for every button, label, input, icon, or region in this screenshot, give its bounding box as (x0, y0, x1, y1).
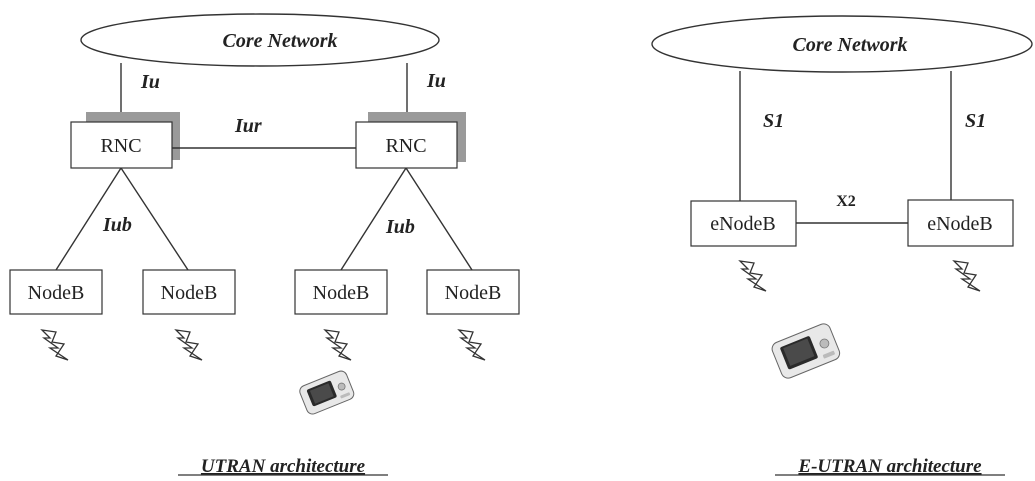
utran-diagram: Core Network Iu Iu RNC RNC Iur Iub Iub N… (9, 13, 520, 477)
utran-caption: UTRAN architecture (201, 456, 366, 477)
nodeb-2-box (142, 269, 236, 315)
lightning-bolt-icon (457, 329, 486, 361)
lightning-bolt-icon (40, 329, 69, 361)
nodeb-2-label: NodeB (161, 282, 218, 304)
lightning-bolt-icon (738, 260, 767, 292)
utran-iub-right-line-a (340, 167, 407, 271)
utran-iub-right-line-b (405, 167, 473, 271)
rnc-left-box (70, 121, 173, 169)
nodeb-3-box (294, 269, 388, 315)
eutran-s1-right-label: S1 (965, 110, 986, 132)
nodeb-1-label: NodeB (28, 282, 85, 304)
utran-iur-label: Iur (234, 115, 262, 137)
utran-iub-left-label: Iub (102, 214, 132, 236)
eutran-x2-label: X2 (836, 193, 856, 210)
utran-iub-left-line-b (120, 167, 189, 271)
rnc-right-label: RNC (385, 135, 426, 157)
rnc-left-label: RNC (100, 135, 141, 157)
lightning-bolt-icon (952, 260, 981, 292)
eutran-s1-left-label: S1 (763, 110, 784, 132)
utran-core-network-label: Core Network (223, 30, 338, 52)
nodeb-4-box (426, 269, 520, 315)
utran-iu-left-label: Iu (140, 71, 160, 93)
handheld-phone-icon (771, 323, 841, 379)
nodeb-3-label: NodeB (313, 282, 370, 304)
utran-iub-right-label: Iub (385, 216, 415, 238)
nodeb-4-label: NodeB (445, 282, 502, 304)
rnc-right-box (355, 121, 458, 169)
lightning-bolt-icon (174, 329, 203, 361)
enodeb-left-label: eNodeB (710, 213, 776, 235)
nodeb-1-box (9, 269, 103, 315)
utran-iub-left-line-a (55, 167, 122, 271)
utran-iu-right-label: Iu (426, 70, 446, 92)
handheld-phone-icon (299, 370, 355, 415)
eutran-caption: E-UTRAN architecture (797, 456, 982, 477)
utran-core-network-ellipse (80, 13, 440, 67)
lightning-bolt-icon (323, 329, 352, 361)
eutran-core-network-label: Core Network (793, 34, 908, 56)
eutran-diagram: Core Network S1 S1 eNodeB eNodeB X2 (651, 15, 1033, 477)
enodeb-right-label: eNodeB (927, 213, 993, 235)
eutran-core-network-ellipse (651, 15, 1033, 73)
